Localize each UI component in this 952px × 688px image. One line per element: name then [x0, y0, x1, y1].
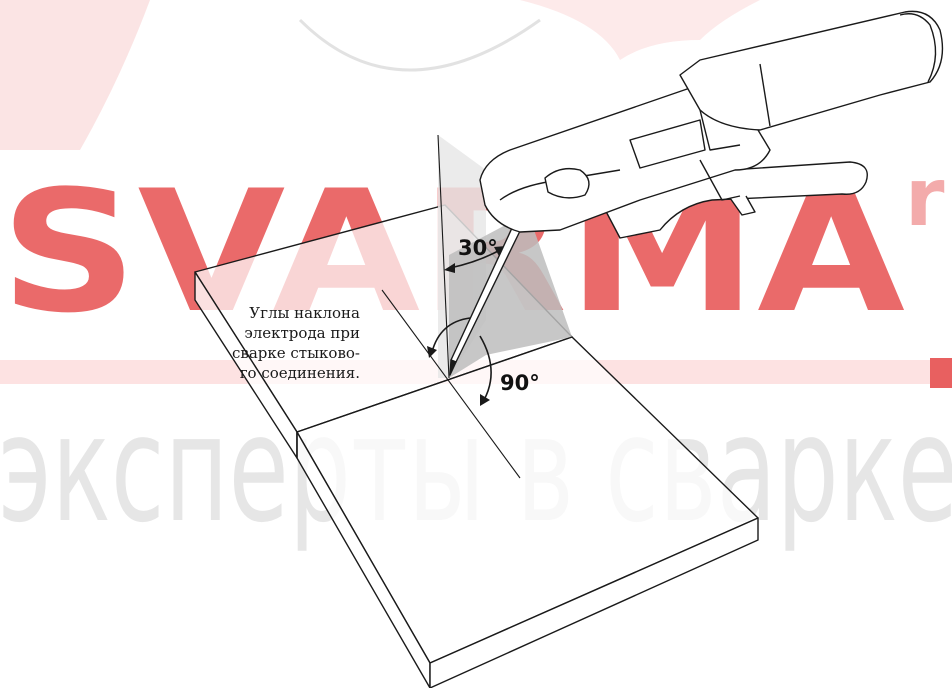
- angle-label-90: 90°: [500, 371, 540, 395]
- caption-line: Углы наклона: [249, 304, 360, 322]
- caption-line: электрода при: [244, 324, 360, 342]
- watermark-band-accent: [930, 358, 952, 388]
- holder-clamp-ring: [544, 167, 590, 199]
- holder-grip-neck: [699, 109, 741, 151]
- electrode-holder: [449, 10, 944, 376]
- perpendicular-line: [381, 289, 521, 479]
- watermark-brand-tail: r: [905, 151, 945, 244]
- holder-grip-seam: [759, 63, 771, 127]
- watermark-blob-2: [520, 0, 760, 60]
- bottom-plate-front: [429, 517, 759, 688]
- holder-jaw-plate: [629, 119, 706, 169]
- arc-90: [479, 335, 492, 401]
- caption-line: сварке стыково-: [232, 344, 360, 362]
- holder-jaw-link: [699, 159, 741, 201]
- angle-label-30: 30°: [458, 236, 498, 260]
- vertical-reference-line: [437, 134, 450, 379]
- electrode-tip: [449, 359, 457, 376]
- watermark-arc: [298, 18, 541, 72]
- weld-seam: [296, 336, 573, 433]
- holder-grip-end: [899, 13, 937, 83]
- reference-lines: [296, 134, 573, 479]
- workpiece: [194, 204, 759, 688]
- caption-line: го соединения.: [239, 364, 360, 382]
- arc-30-arrow-left: [444, 263, 455, 273]
- arc-90-arrow: [480, 394, 490, 406]
- arc-left-arrow: [427, 346, 437, 358]
- holder-grip: [679, 10, 944, 131]
- watermark-blob: [0, 0, 150, 150]
- figure-caption: Углы наклона электрода при сварке стыков…: [150, 303, 360, 383]
- holder-lever-hinge: [729, 195, 756, 216]
- arc-left: [431, 317, 471, 353]
